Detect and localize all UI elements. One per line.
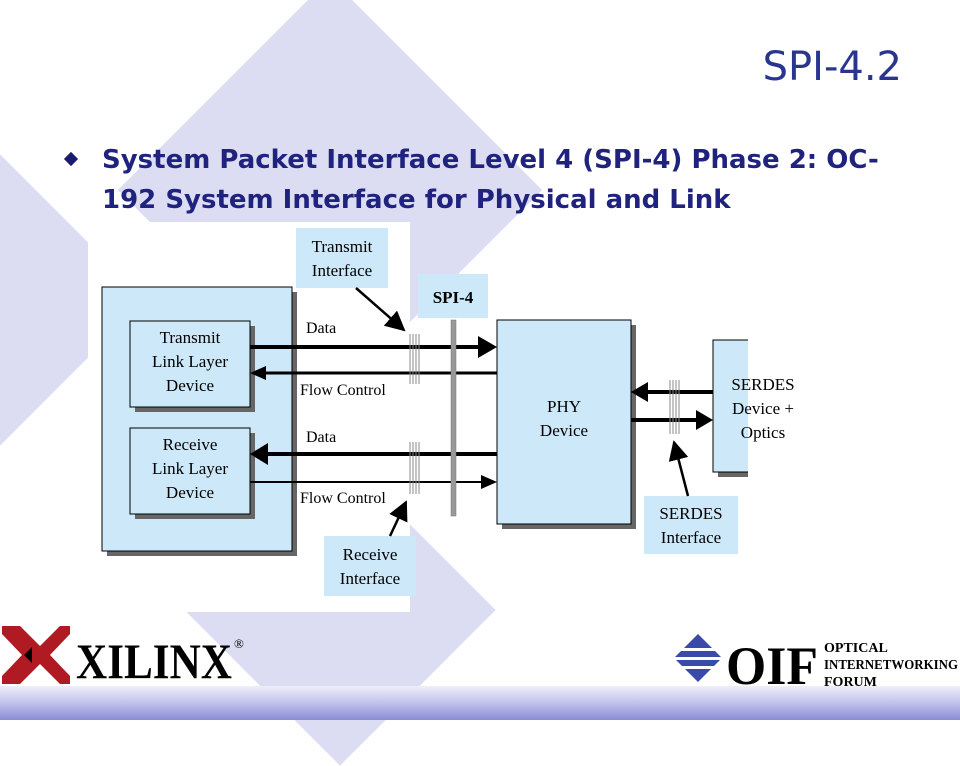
serdes-tx-arrowhead — [696, 410, 713, 430]
xilinx-wordmark: XILINX — [76, 633, 232, 688]
serdes-interface-text-1: SERDES — [659, 504, 722, 523]
serdes-device-text-1: SERDES — [731, 375, 794, 394]
oif-diamond-mark — [674, 634, 722, 682]
spi4-block-diagram: Transmit Link Layer Device Receive Link … — [88, 222, 748, 612]
serdes-device-text-3: Optics — [741, 423, 785, 442]
transmit-link-text-3: Device — [166, 376, 214, 395]
serdes-device — [712, 339, 748, 473]
tx-data-label: Data — [306, 320, 336, 337]
serdes-interface-pointer — [668, 440, 690, 497]
transmit-interface-text-2: Interface — [312, 261, 372, 280]
serdes-device-label: SERDES Device + Optics — [731, 375, 794, 442]
spi4-label: SPI-4 — [433, 288, 474, 307]
tx-data-arrowhead — [478, 336, 497, 358]
oif-line-internetworking: INTERNETWORKING — [824, 658, 958, 673]
receive-interface-hatch — [409, 442, 420, 494]
oif-line-optical: OPTICAL — [824, 641, 888, 656]
receive-link-text-1: Receive — [163, 435, 218, 454]
receive-link-text-2: Link Layer — [152, 459, 228, 478]
transmit-link-layer-device — [129, 320, 251, 408]
rx-flow-arrowhead — [481, 475, 497, 489]
serdes-interface-callout — [644, 496, 738, 554]
transmit-link-text-2: Link Layer — [152, 352, 228, 371]
oif-logo: OIF OPTICAL INTERNETWORKING FORUM — [674, 634, 958, 692]
spi4-callout — [418, 274, 488, 318]
transmit-interface-callout — [296, 228, 388, 288]
rx-data-arrowhead — [250, 443, 268, 465]
transmit-interface-pointer — [355, 287, 406, 332]
serdes-interface-hatch — [669, 380, 680, 434]
tx-flow-label: Flow Control — [300, 382, 386, 399]
slide-title: SPI-4.2 — [762, 44, 902, 90]
xilinx-x-mark — [2, 626, 70, 684]
rx-data-label: Data — [306, 429, 336, 446]
receive-interface-pointer — [388, 500, 408, 537]
serdes-rx-arrowhead — [631, 382, 648, 402]
receive-interface-text-2: Interface — [340, 569, 400, 588]
oif-wordmark: OIF — [726, 636, 818, 692]
receive-interface-text-1: Receive — [343, 545, 398, 564]
receive-interface-callout — [324, 536, 416, 596]
transmit-interface-hatch — [409, 334, 420, 384]
bottom-gradient-bar — [0, 686, 960, 720]
phy-device — [496, 319, 632, 525]
receive-link-layer-device — [129, 427, 251, 515]
transmit-link-text-1: Transmit — [160, 328, 221, 347]
tx-flow-arrowhead — [250, 366, 266, 380]
xilinx-logo: XILINX ® — [2, 626, 244, 688]
spi4-bus-bar — [450, 319, 457, 517]
serdes-device-text-2: Device + — [732, 399, 794, 418]
serdes-interface-text-2: Interface — [661, 528, 721, 547]
phy-text-1: PHY — [547, 397, 581, 416]
bullet-text: System Packet Interface Level 4 (SPI-4) … — [102, 145, 879, 215]
bullet-marker — [63, 151, 79, 167]
rx-flow-label: Flow Control — [300, 490, 386, 507]
transmit-interface-text-1: Transmit — [312, 237, 373, 256]
xilinx-registered-mark: ® — [234, 636, 244, 651]
receive-link-text-3: Device — [166, 483, 214, 502]
phy-text-2: Device — [540, 421, 588, 440]
